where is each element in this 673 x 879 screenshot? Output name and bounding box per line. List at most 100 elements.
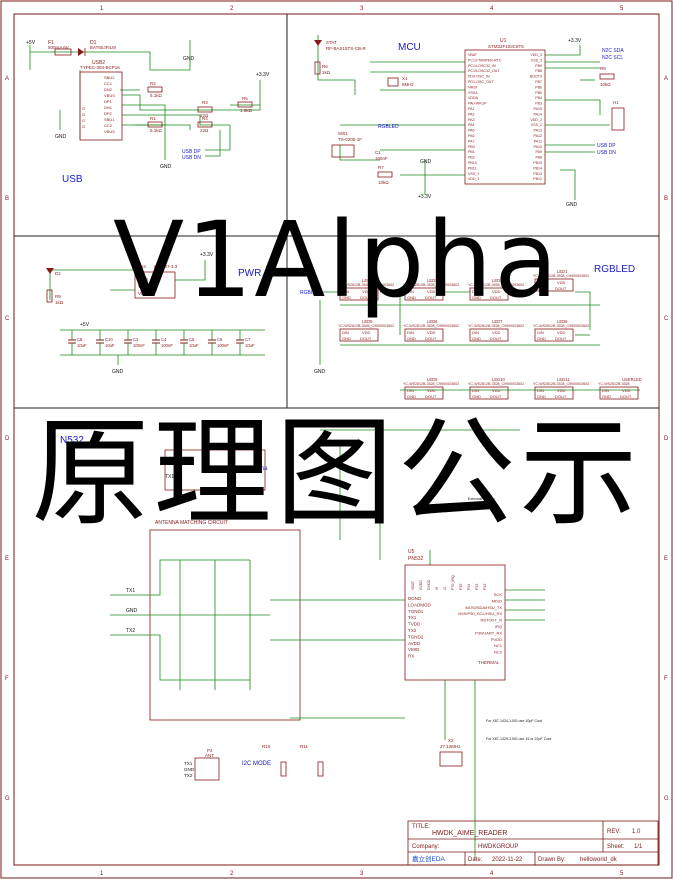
pn532-section: N532 Antenna TX1 TX2 ANTENNA MATCHING CI… [60,429,551,860]
svg-text:3: 3 [360,6,364,12]
u5-right-pins: SCKMISOMOSI/SDA/HSU_TXNSS/P50_SCL/HSU_RX… [458,592,503,655]
pwr-3v3-label: +3.3V [200,252,214,258]
usb-dn-net: USB DN [182,155,201,161]
led-pin: GND [537,394,546,399]
u1-pin-label: PB7 [535,80,542,84]
u3-value: LP3907-3.3 [154,264,178,269]
f1-value: 500mA 6V [48,45,69,50]
u1-pin-label: PA13 [533,129,542,133]
led-pin: GND [342,295,351,300]
crystal-note-2: For X87-1329-1-BG use 15 or 22pF Cout [486,737,551,741]
u1-ref: U1 [500,38,507,44]
resistor-r2 [147,86,163,93]
u3-pin: GND [138,277,149,282]
r9-ref: R9 [55,294,61,299]
u5-pin-label: VBAT [411,580,415,590]
ws2812b-led [404,328,444,342]
u1-pin-label: PB5 [535,91,542,95]
antenna-box [164,449,266,491]
u1-pin-label: VDD_1 [468,177,480,181]
led-pin: DIN [537,388,544,393]
capacitor-value: 100nF [133,343,145,348]
capacitor-ref: C5 [189,337,195,342]
usb2-value: TYPEC-304-BCP16 [80,65,120,70]
overlay-subtitle: 原理图公示 [31,404,642,542]
usb-vcc-label: +5V [26,40,36,46]
led-ref: LED3 [427,278,438,283]
u1-pin-label: PA8 [535,156,542,160]
u5-pin-label: MISO [492,598,502,603]
title-block-drawn: helloworld_dk [580,857,618,863]
ws2812b-led [404,287,444,301]
r3-value: 22Ω [200,113,209,118]
u1-right-pins: VDD_3VSS_3PB9PB8BOOT0PB7PB6PB5PB4PB3PA15… [530,53,542,181]
i2c-mode-label: I2C MODE [242,761,271,767]
capacitor-value: 100nF [217,343,229,348]
stat-value: RF-BAS15TS-CB-R [326,46,367,51]
matching-gnd-label: GND [126,608,138,614]
u1-pin-label: VSS_2 [531,123,542,127]
u5-pin-label: SVDD [419,580,423,590]
u1-pin-label: PB6 [535,85,542,89]
r2-value: 5.1kΩ [150,93,163,98]
u3-pin: VOUT [138,284,151,289]
led-pin: DOUT [490,336,502,341]
led-ref: LED9 [427,377,438,382]
mcu-section: MCU STAT RF-BAS15TS-CB-R R6 1kΩ [314,35,625,208]
u1-pin-label: PA5 [468,129,475,133]
usb2-pin: DN1 [104,105,113,110]
svg-text:G: G [5,796,10,802]
svg-text:G: G [82,118,85,123]
led-ref: LED1 [557,269,568,274]
svg-text:1: 1 [100,6,104,12]
r8-value: 10kΩ [600,82,611,87]
pwr-capacitors: C810uFC1010uFC3100nFC4100nFC510uFC6100nF… [68,330,255,355]
r7-value: 10kΩ [378,180,389,185]
svg-text:4: 4 [490,871,494,877]
svg-text:F: F [5,676,9,682]
x1-value: 8MHz [402,82,415,87]
u1-pin-label: PB4 [535,96,542,100]
capacitor-ref: C8 [77,337,83,342]
svg-text:2: 2 [230,6,234,12]
ws2812b-led [469,328,509,342]
nfc-chip-u5 [404,564,506,681]
led-pin: VDD [427,388,436,393]
u5-pin-label: RSTOUT_N [481,618,503,623]
title-block-logo: 嘉立创EDA [412,854,446,863]
rgbled-section-label: RGBLED [594,264,635,275]
d1-ref: D1 [90,40,97,46]
u1-pin-label: VDDA [468,96,479,100]
resistor-r3 [197,106,213,113]
d1-value: BAT60JFILM [90,45,116,50]
u5-value: PN532 [408,556,424,562]
u5-pin-label: RX [408,654,414,659]
led-ref: LED11 [557,377,570,382]
u1-pin-label: VDD_3 [530,53,542,57]
title-block-company-label: Company: [412,844,440,850]
capacitor-value: 10uF [105,343,115,348]
r5-ref: R5 [242,96,248,101]
mcu-section-label: MCU [398,42,421,53]
led-pin: DOUT [620,394,632,399]
r6-value: 1kΩ [322,70,331,75]
led-value: YC-WS2812B-3528_C9900003602 [468,324,524,328]
usb2-pin: VBUS [104,129,115,134]
mcu-i2c-scl: N2C SCL [602,55,623,61]
c1-ref: C1 [375,150,381,155]
ws2812b-led [469,386,509,400]
ant-pin: TX2 [184,773,193,778]
r4-value: 22Ω [200,128,209,133]
led-pin: DOUT [490,394,502,399]
u1-pin-label: PA2 [468,112,475,116]
led-pin: DIN [407,330,414,335]
svg-text:G: G [664,796,669,802]
title-block-company: HWDKGROUP [478,844,518,850]
u5-pin-label: NC2 [494,650,503,655]
led-value: YC-WS2812B-3528_C9900003602 [533,382,589,386]
mcu-usb-dp: USB DP [597,143,616,149]
led-pin: DIN [602,388,609,393]
u1-left-pins: VBATPC13-TAMPER-RTCPC14-OSC32_INPC15-OSC… [468,53,502,181]
u5-pin-label: NSS/P50_SCL/HSU_RX [458,611,502,616]
title-block-sheet: 1/1 [634,844,643,850]
